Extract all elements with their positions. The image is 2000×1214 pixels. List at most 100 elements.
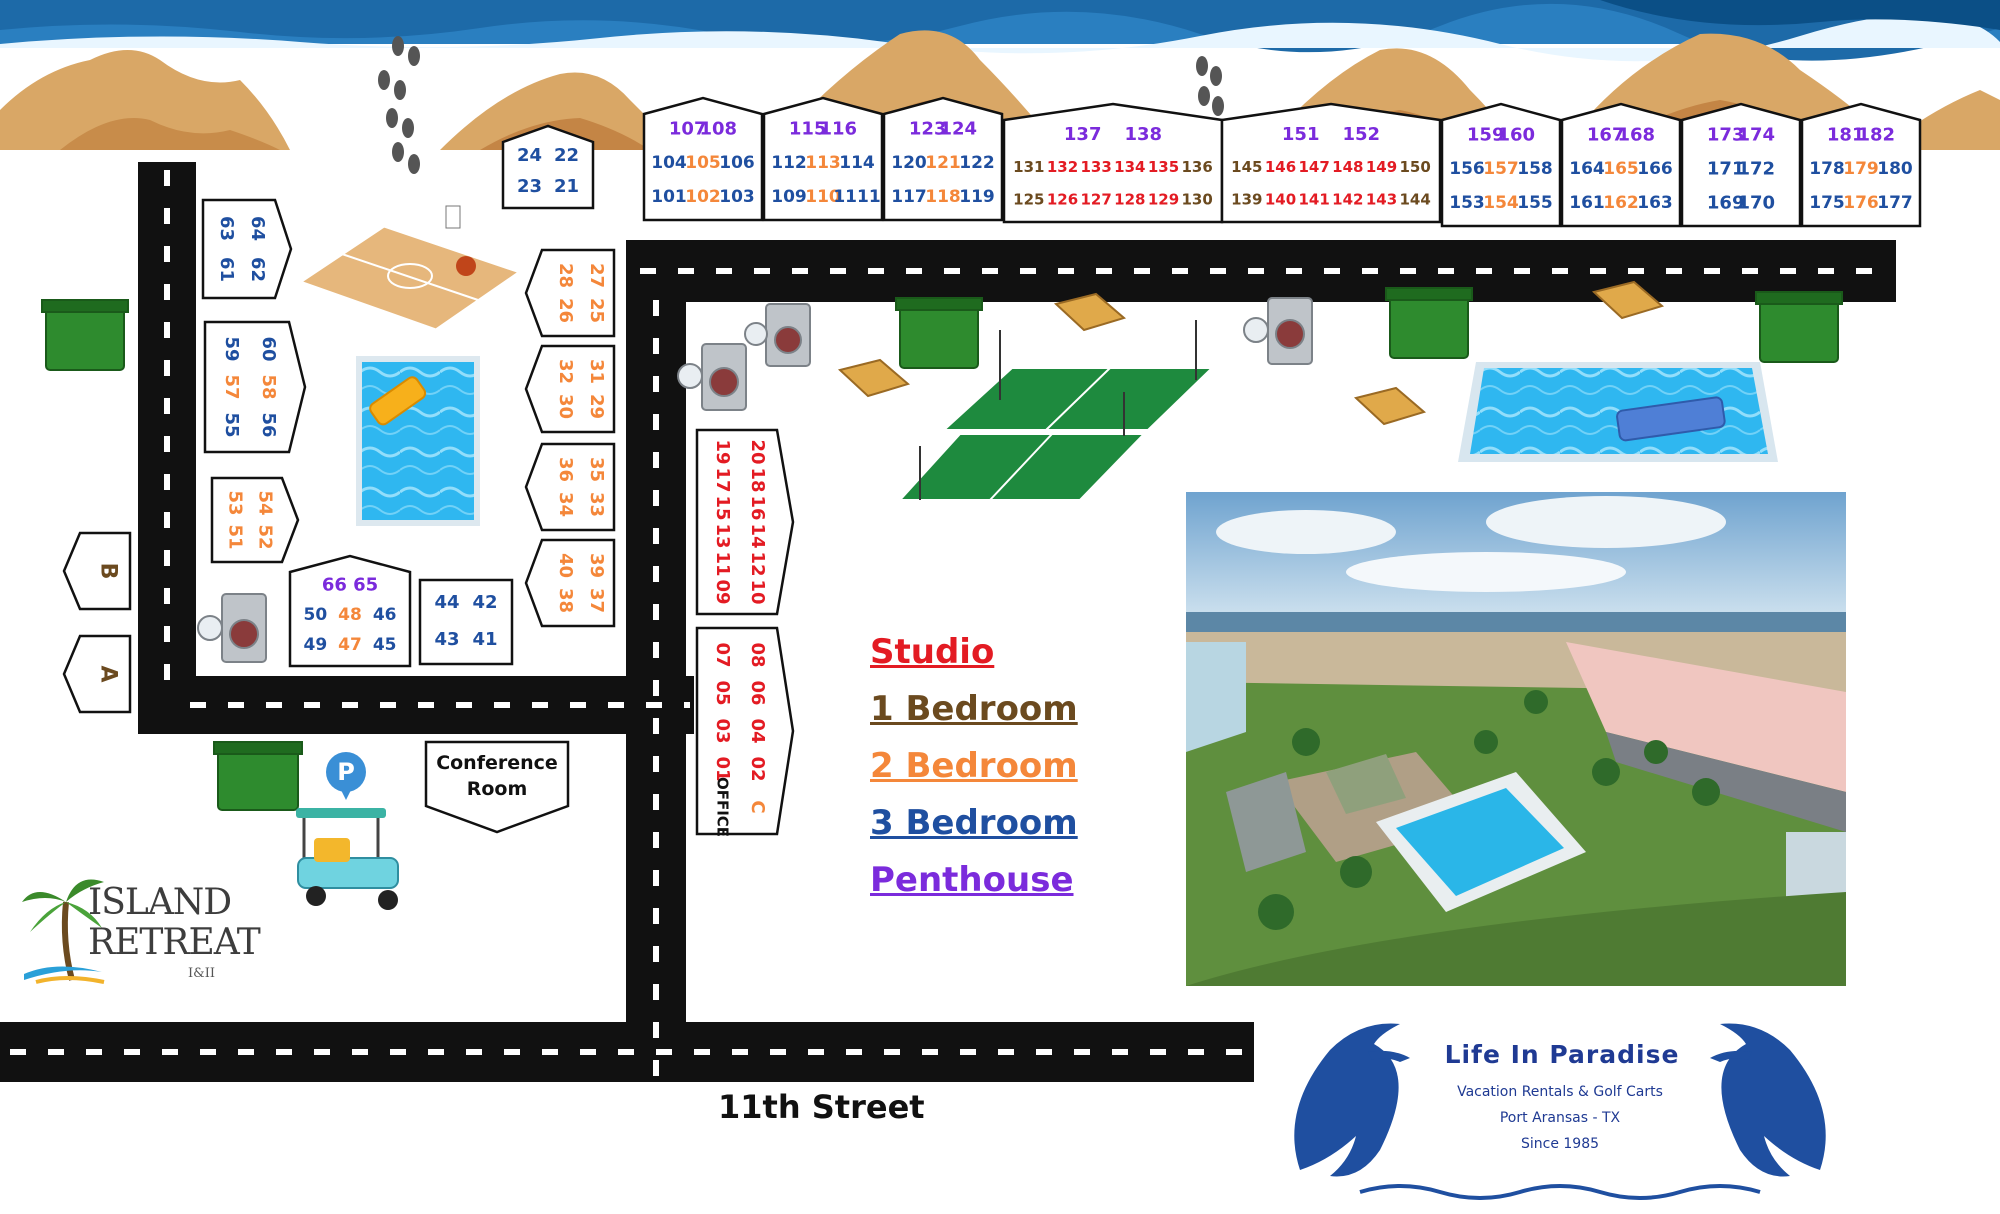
- unit-label: 155: [1517, 193, 1553, 213]
- building-outline: [642, 96, 764, 222]
- footprints-icon: [378, 36, 1224, 174]
- unit-label: 13: [712, 523, 733, 548]
- building-outline: [1440, 102, 1562, 228]
- building-b-B[interactable]: B: [62, 531, 132, 611]
- unit-label: 17: [712, 467, 733, 492]
- unit-label: 29: [586, 394, 607, 419]
- unit-label: 152: [1343, 124, 1381, 145]
- unit-label: 50: [303, 605, 327, 625]
- unit-label: 106: [719, 153, 755, 173]
- unit-label: 116: [820, 119, 858, 140]
- unit-label: 59: [221, 336, 242, 361]
- building-outline: [203, 320, 307, 454]
- unit-label: A: [96, 665, 121, 682]
- building-outline: [524, 538, 616, 628]
- unit-label: 39: [586, 553, 607, 578]
- building-outline: [1220, 102, 1442, 224]
- unit-label: 48: [338, 605, 362, 625]
- building-outline: [1680, 102, 1802, 228]
- unit-label: 122: [959, 153, 995, 173]
- unit-label: 178: [1809, 159, 1845, 179]
- unit-label: 66: [322, 575, 347, 596]
- unit-label: 151: [1282, 124, 1320, 145]
- unit-label: 175: [1809, 193, 1845, 213]
- legend-item-studio: Studio: [870, 632, 995, 672]
- unit-label: 130: [1182, 191, 1213, 209]
- unit-label: 138: [1125, 124, 1163, 145]
- unit-label: 55: [221, 412, 242, 437]
- unit-label: 63: [216, 216, 237, 241]
- unit-label: 109: [771, 187, 807, 207]
- unit-label: 15: [712, 495, 733, 520]
- building-b-A[interactable]: A: [62, 634, 132, 714]
- conference-room-line2: Room: [466, 778, 528, 800]
- unit-label: 10: [747, 579, 768, 604]
- unit-label: 28: [555, 263, 576, 288]
- unit-label: 168: [1618, 125, 1656, 146]
- unit-label: 134: [1114, 158, 1145, 176]
- conference-room[interactable]: Conference Room: [424, 740, 570, 834]
- unit-label: 42: [472, 592, 497, 613]
- unit-label: 1111: [833, 187, 880, 207]
- unit-label: 21: [554, 176, 579, 197]
- unit-label: 171: [1707, 159, 1745, 180]
- conference-room-outline: [424, 740, 570, 834]
- unit-label: 11: [712, 551, 733, 576]
- unit-label: 05: [712, 680, 733, 705]
- unit-label: 121: [925, 153, 961, 173]
- unit-label: 23: [517, 176, 542, 197]
- island-retreat-sub: I&II: [188, 966, 215, 981]
- building-outline: [1560, 102, 1682, 228]
- aerial-photo-image: [1186, 492, 1846, 986]
- unit-label: 43: [434, 629, 459, 650]
- building-outline: [62, 531, 132, 611]
- road-markings: [10, 170, 1890, 1080]
- unit-label: 51: [225, 524, 246, 549]
- island-retreat-logo: ISLAND RETREAT I&II: [16, 862, 276, 992]
- unit-label: 117: [891, 187, 927, 207]
- building-outline: [1800, 102, 1922, 228]
- building-outline: [695, 626, 795, 836]
- life-in-paradise-line2: Port Aransas - TX: [1499, 1110, 1621, 1126]
- tennis-courts-icon: [897, 320, 1215, 501]
- unit-label: 62: [247, 257, 268, 282]
- unit-label: 103: [719, 187, 755, 207]
- unit-label: 105: [685, 153, 721, 173]
- unit-label: 02: [747, 756, 768, 781]
- unit-label: 158: [1517, 159, 1553, 179]
- unit-label: 154: [1483, 193, 1519, 213]
- unit-label: 44: [434, 592, 459, 613]
- building-outline: [524, 344, 616, 434]
- building-outline: [210, 476, 300, 564]
- unit-label: 182: [1858, 125, 1896, 146]
- unit-label: 56: [258, 412, 279, 437]
- unit-label: 140: [1265, 191, 1296, 209]
- legend-item-three-bedroom: 3 Bedroom: [870, 803, 1078, 843]
- unit-label: 112: [771, 153, 807, 173]
- island-retreat-line2: RETREAT: [88, 922, 261, 963]
- unit-label: 145: [1231, 158, 1262, 176]
- building-outline: [882, 96, 1004, 222]
- unit-label: 127: [1081, 191, 1112, 209]
